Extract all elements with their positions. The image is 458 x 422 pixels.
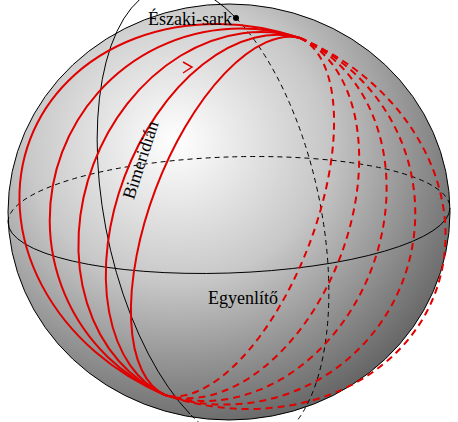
equator-label: Egyenlítő bbox=[208, 289, 278, 307]
equator-front bbox=[8, 208, 450, 273]
direction-arrow bbox=[183, 62, 192, 73]
meridian-front bbox=[97, 0, 236, 414]
pole-dot bbox=[233, 15, 239, 21]
pole-label: Északi-sark bbox=[148, 10, 232, 28]
sphere bbox=[8, 4, 450, 420]
meridian-back bbox=[190, 18, 329, 422]
equator-back bbox=[8, 157, 450, 222]
great-circles-back bbox=[165, 38, 446, 409]
